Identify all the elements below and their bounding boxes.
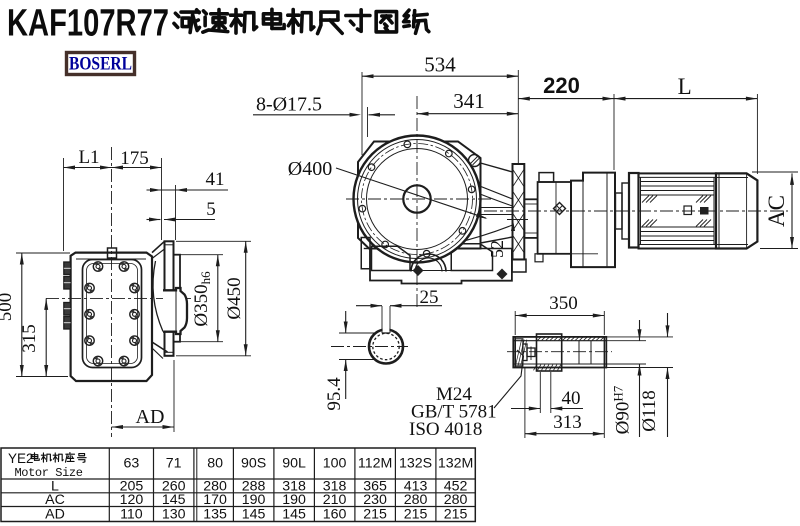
svg-text:5: 5 bbox=[206, 199, 216, 220]
svg-text:318: 318 bbox=[282, 478, 306, 494]
svg-text:L1: L1 bbox=[78, 147, 99, 168]
svg-text:215: 215 bbox=[444, 506, 468, 522]
svg-text:Motor Size: Motor Size bbox=[14, 466, 82, 480]
svg-text:145: 145 bbox=[242, 506, 266, 522]
svg-text:132S: 132S bbox=[399, 456, 432, 472]
svg-text:452: 452 bbox=[444, 478, 468, 494]
svg-text:Ø118: Ø118 bbox=[639, 390, 660, 432]
svg-text:413: 413 bbox=[404, 478, 428, 494]
svg-text:80: 80 bbox=[207, 456, 223, 472]
svg-text:25: 25 bbox=[420, 287, 439, 308]
svg-text:AD: AD bbox=[45, 506, 65, 522]
svg-text:L: L bbox=[51, 478, 59, 494]
svg-text:145: 145 bbox=[282, 506, 306, 522]
svg-text:130: 130 bbox=[162, 506, 186, 522]
svg-text:AC: AC bbox=[764, 195, 789, 227]
svg-text:M24: M24 bbox=[436, 384, 472, 405]
svg-text:52: 52 bbox=[487, 240, 507, 258]
svg-text:175: 175 bbox=[120, 148, 149, 169]
svg-text:215: 215 bbox=[404, 506, 428, 522]
svg-text:40: 40 bbox=[562, 388, 581, 409]
svg-text:Ø350h6: Ø350h6 bbox=[191, 271, 213, 327]
svg-text:Ø90H7: Ø90H7 bbox=[611, 385, 634, 434]
svg-text:90S: 90S bbox=[241, 456, 266, 472]
svg-text:112M: 112M bbox=[358, 456, 392, 472]
svg-text:BOSERL: BOSERL bbox=[69, 54, 132, 75]
svg-text:100: 100 bbox=[323, 456, 347, 472]
svg-text:318: 318 bbox=[323, 478, 347, 494]
svg-text:GB/T 5781: GB/T 5781 bbox=[411, 402, 497, 423]
svg-text:210: 210 bbox=[323, 492, 347, 508]
svg-text:ISO 4018: ISO 4018 bbox=[409, 419, 482, 440]
svg-text:280: 280 bbox=[203, 478, 227, 494]
svg-text:110: 110 bbox=[120, 506, 143, 522]
svg-text:215: 215 bbox=[363, 506, 387, 522]
svg-text:190: 190 bbox=[282, 492, 306, 508]
svg-text:90L: 90L bbox=[282, 456, 306, 472]
svg-text:YE2: YE2 bbox=[8, 451, 34, 466]
svg-text:AC: AC bbox=[45, 492, 65, 508]
svg-text:350: 350 bbox=[549, 293, 578, 314]
svg-text:71: 71 bbox=[166, 456, 182, 472]
svg-text:313: 313 bbox=[553, 412, 582, 433]
svg-text:135: 135 bbox=[203, 506, 227, 522]
svg-text:Ø450: Ø450 bbox=[224, 277, 245, 319]
svg-text:95.4: 95.4 bbox=[324, 377, 345, 411]
svg-text:315: 315 bbox=[19, 324, 40, 353]
svg-text:Ø400: Ø400 bbox=[288, 158, 332, 180]
svg-text:132M: 132M bbox=[438, 456, 474, 472]
svg-text:280: 280 bbox=[444, 492, 468, 508]
svg-text:41: 41 bbox=[206, 169, 225, 190]
svg-text:145: 145 bbox=[162, 492, 186, 508]
svg-text:500: 500 bbox=[0, 293, 16, 322]
svg-text:280: 280 bbox=[404, 492, 428, 508]
svg-text:170: 170 bbox=[203, 492, 227, 508]
svg-text:190: 190 bbox=[242, 492, 266, 508]
svg-text:120: 120 bbox=[120, 492, 144, 508]
svg-text:L: L bbox=[678, 74, 692, 99]
svg-text:260: 260 bbox=[162, 478, 186, 494]
svg-text:341: 341 bbox=[453, 89, 485, 113]
svg-text:63: 63 bbox=[124, 456, 140, 472]
svg-text:AD: AD bbox=[136, 406, 165, 428]
svg-text:8-Ø17.5: 8-Ø17.5 bbox=[256, 94, 322, 116]
svg-text:205: 205 bbox=[120, 478, 144, 494]
svg-text:288: 288 bbox=[242, 478, 266, 494]
svg-text:160: 160 bbox=[323, 506, 347, 522]
svg-text:220: 220 bbox=[543, 73, 580, 98]
svg-text:KAF107R77: KAF107R77 bbox=[7, 3, 169, 45]
svg-text:534: 534 bbox=[424, 53, 456, 77]
svg-text:230: 230 bbox=[363, 492, 387, 508]
svg-text:365: 365 bbox=[363, 478, 387, 494]
